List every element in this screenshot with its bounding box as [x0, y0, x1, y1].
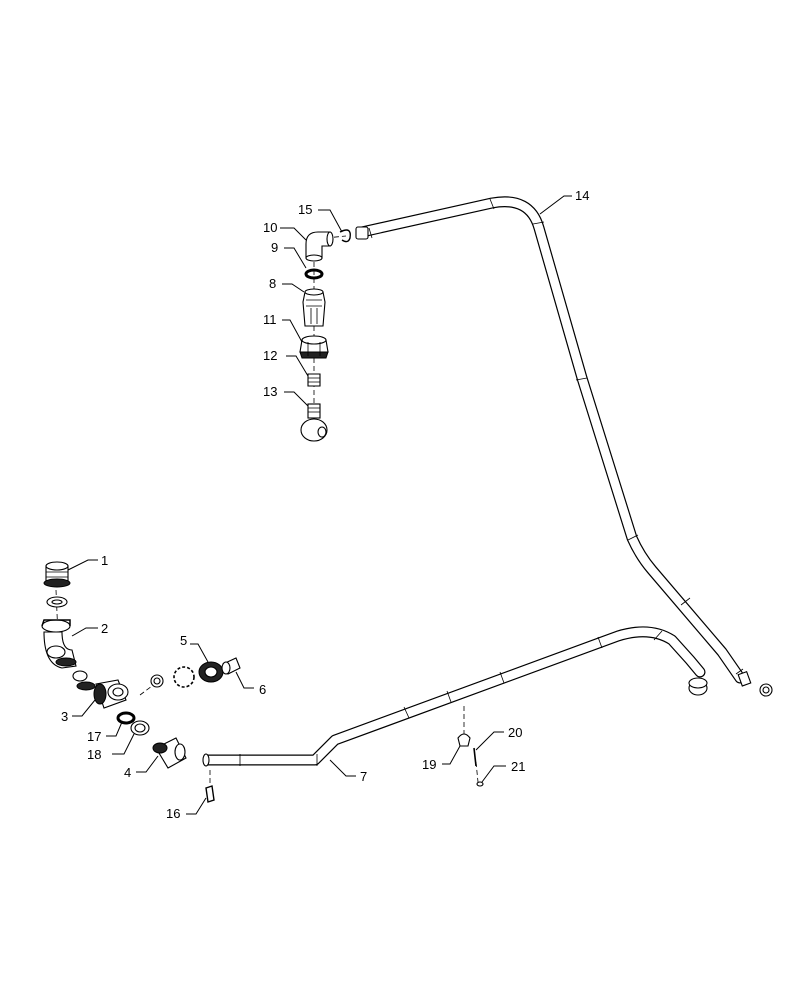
- svg-text:1: 1: [101, 553, 108, 568]
- callout-21: 21: [481, 759, 525, 783]
- part-5-fitting: [198, 661, 224, 683]
- callout-10: 10: [263, 220, 307, 241]
- part-15-clamp: [339, 229, 351, 243]
- svg-text:9: 9: [271, 240, 278, 255]
- svg-text:12: 12: [263, 348, 277, 363]
- callout-15: 15: [298, 202, 343, 233]
- svg-text:11: 11: [263, 312, 277, 327]
- svg-text:21: 21: [511, 759, 525, 774]
- callout-9: 9: [271, 240, 307, 269]
- svg-text:19: 19: [422, 757, 436, 772]
- callout-11: 11: [263, 312, 303, 343]
- part-9-o-ring: [304, 268, 324, 280]
- svg-text:2: 2: [101, 621, 108, 636]
- part-3-body: [72, 670, 129, 709]
- part-8-connector: [302, 288, 326, 327]
- callout-14: 14: [539, 188, 589, 215]
- callout-19: 19: [422, 745, 461, 772]
- callout-16: 16: [166, 797, 207, 821]
- svg-text:10: 10: [263, 220, 277, 235]
- callout-1: 1: [67, 553, 108, 571]
- part-1-fitting: [43, 561, 71, 588]
- hose-14: [356, 196, 773, 697]
- svg-text:5: 5: [180, 633, 187, 648]
- callout-8: 8: [269, 276, 305, 293]
- part-19-clip: [457, 733, 471, 747]
- callout-2: 2: [71, 621, 108, 637]
- callout-5: 5: [180, 633, 209, 663]
- part-11-nut: [299, 335, 329, 359]
- callout-20: 20: [475, 725, 522, 751]
- svg-text:3: 3: [61, 709, 68, 724]
- callout-18: 18: [87, 733, 135, 762]
- callout-3: 3: [61, 699, 96, 724]
- part-10-elbow: [305, 231, 334, 262]
- svg-text:15: 15: [298, 202, 312, 217]
- svg-text:4: 4: [124, 765, 131, 780]
- part-13-banjo-fitting: [300, 403, 328, 442]
- svg-text:8: 8: [269, 276, 276, 291]
- part-12-fitting: [307, 373, 321, 387]
- callout-17: 17: [87, 721, 123, 744]
- part-21-nut: [476, 781, 484, 787]
- svg-text:16: 16: [166, 806, 180, 821]
- upper-fitting-stack: [299, 226, 369, 442]
- part-20-bolt: [473, 747, 477, 767]
- svg-text:14: 14: [575, 188, 589, 203]
- lower-left-assembly: [41, 561, 241, 803]
- part-17-o-ring: [116, 711, 136, 725]
- part-2-elbow: [41, 619, 77, 669]
- part-clip: [173, 666, 195, 688]
- part-6-connector: [221, 657, 241, 675]
- svg-text:20: 20: [508, 725, 522, 740]
- callout-4: 4: [124, 755, 159, 780]
- svg-text:17: 17: [87, 729, 101, 744]
- hose-7: [202, 626, 708, 767]
- svg-text:13: 13: [263, 384, 277, 399]
- part-18-o-ring: [130, 720, 150, 736]
- callout-12: 12: [263, 348, 309, 377]
- bracket-parts: [457, 706, 484, 787]
- callout-6: 6: [235, 671, 266, 697]
- callout-7: 7: [329, 759, 367, 784]
- svg-text:6: 6: [259, 682, 266, 697]
- part-4-connector: [152, 737, 187, 769]
- svg-text:7: 7: [360, 769, 367, 784]
- part-16-clamp: [205, 770, 215, 803]
- callout-13: 13: [263, 384, 309, 407]
- svg-text:18: 18: [87, 747, 101, 762]
